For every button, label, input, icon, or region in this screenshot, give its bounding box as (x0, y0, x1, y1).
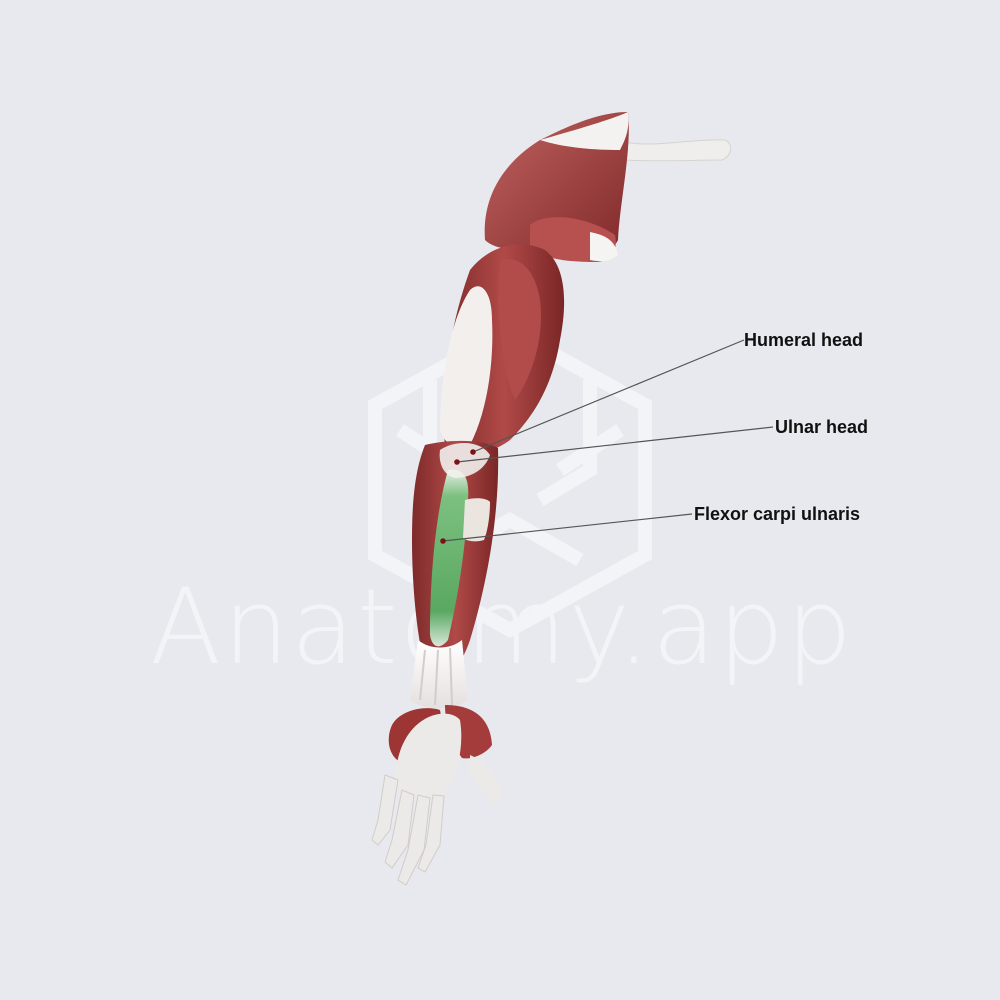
label-ulnar-head: Ulnar head (775, 417, 869, 437)
watermark-text: Anatomy.app (150, 566, 855, 688)
label-flexor-carpi-ulnaris: Flexor carpi ulnaris (694, 504, 861, 524)
fcu-anchor (440, 538, 446, 544)
label-humeral-head: Humeral head (744, 330, 864, 350)
humeral-head-anchor (470, 449, 476, 455)
ulnar-head-anchor (454, 459, 460, 465)
